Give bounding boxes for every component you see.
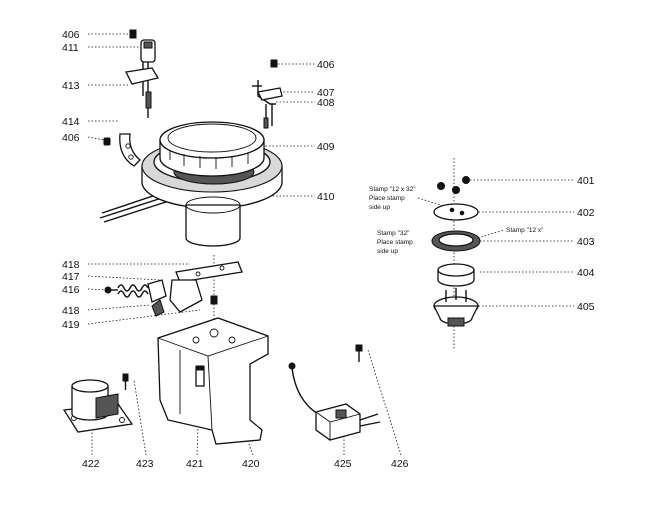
label-403: 403 [577,236,595,248]
label-421: 421 [186,458,204,470]
note-stamp-12x: Stamp "12 x" [506,227,544,234]
label-413: 413 [62,80,80,92]
part-420-421-frame [157,317,269,445]
label-408: 408 [317,97,335,109]
part-407-408-assembly [252,59,283,129]
note-place-stamp: Place stamp [369,195,405,202]
part-422-motor [62,373,134,433]
label-418: 418 [62,259,80,271]
label-410: 410 [317,191,335,203]
label-422: 422 [82,458,100,470]
label-425: 425 [334,458,352,470]
stamp-notes: Stamp "12 x 32" Place stamp side up Stam… [369,186,544,255]
note-stamp-12x32: Stamp "12 x 32" [369,186,416,193]
label-407: 407 [317,87,335,99]
part-425-426-relay [288,344,381,441]
part-labels: 406 411 413 414 406 406 407 408 409 410 … [62,29,595,470]
label-426: 426 [391,458,409,470]
label-401: 401 [577,175,595,187]
part-411-413-assembly [125,29,160,118]
label-417: 417 [62,271,80,283]
note-place-stamp: Place stamp [377,239,413,246]
part-416-419-assembly [104,261,243,317]
label-411: 411 [62,42,79,54]
part-409-410-housing [99,121,283,247]
label-406: 406 [62,29,80,41]
label-414: 414 [62,116,80,128]
note-side-up: side up [377,248,398,255]
label-404: 404 [577,267,595,279]
note-side-up: side up [369,204,390,211]
label-420: 420 [242,458,260,470]
note-stamp-32: Stamp "32" [377,230,410,237]
label-418: 418 [62,305,80,317]
label-406: 406 [62,132,80,144]
label-423: 423 [136,458,154,470]
label-406: 406 [317,59,335,71]
label-409: 409 [317,141,335,153]
label-405: 405 [577,301,595,313]
part-414-bracket [103,133,141,167]
label-419: 419 [62,319,80,331]
part-401-405-assembly [431,176,481,327]
label-416: 416 [62,284,80,296]
label-402: 402 [577,207,595,219]
